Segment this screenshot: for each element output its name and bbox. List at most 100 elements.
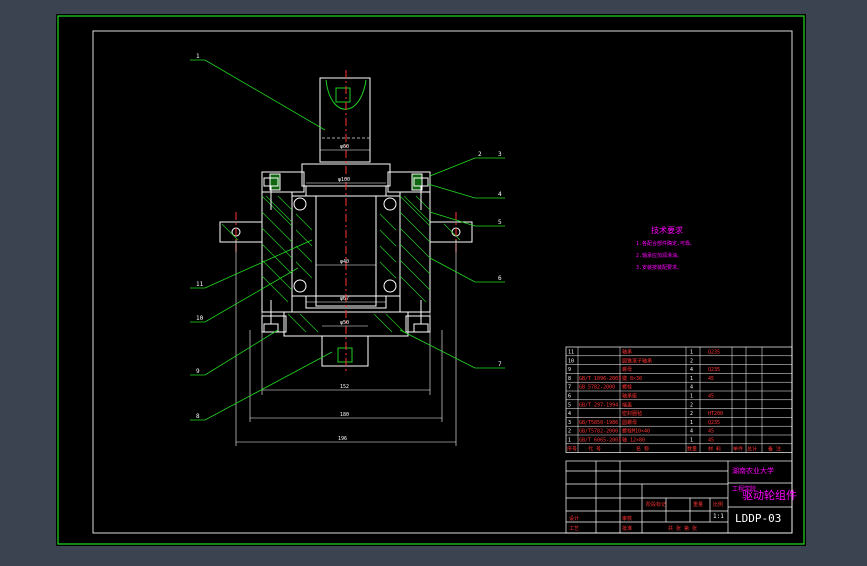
header-weight: 单件 — [733, 445, 743, 452]
part-name: 圆螺母 — [622, 419, 637, 426]
part-qty: 4 — [690, 385, 693, 391]
technical-notes: 技术要求 1.各配合部件确定,可靠。 2.轴承应加润滑油。 3.安装按装配要求。 — [636, 225, 695, 271]
tb-approve: 批准 — [622, 525, 632, 532]
inner-frame — [92, 30, 793, 534]
part-name: 轴承座 — [622, 393, 637, 400]
leader-labels: 1 11 10 9 8 2 3 4 5 6 7 — [196, 53, 502, 420]
part-material: Q235 — [708, 367, 720, 373]
drawing-title: 驱动轮组件 — [742, 488, 797, 502]
part-name: 轴 12×80 — [622, 437, 645, 444]
tb-check: 审核 — [622, 515, 632, 522]
part-qty: 1 — [690, 376, 693, 382]
part-material: Q235 — [708, 350, 720, 356]
tb-stage: 阶段标记 — [646, 501, 666, 508]
part-material: 45 — [708, 438, 714, 444]
part-qty: 4 — [690, 367, 693, 373]
tb-scale-label: 比例 — [713, 501, 723, 508]
tb-scale: 1:1 — [713, 513, 724, 520]
part-name: 密封圈毡 — [622, 410, 642, 417]
header-qty: 数量 — [687, 445, 697, 452]
part-qty: 4 — [690, 429, 693, 435]
tb-sheet: 共 张 第 张 — [668, 525, 697, 532]
part-material: Q235 — [708, 420, 720, 426]
tech-notes-title: 技术要求 — [651, 225, 683, 235]
tech-note-2: 2.轴承应加润滑油。 — [636, 252, 682, 259]
drawing-number: LDDP-03 — [735, 512, 781, 525]
dim-lower-width: φ50 — [340, 320, 349, 326]
part-qty: 2 — [690, 402, 693, 408]
part-code: GB/T 297-1994 — [579, 402, 618, 408]
title-block — [565, 460, 793, 534]
header-name: 名 称 — [636, 445, 649, 452]
part-material: 45 — [708, 429, 714, 435]
assembly-section-view — [219, 77, 473, 367]
part-no: 8 — [568, 376, 571, 382]
tb-design: 设计 — [569, 515, 579, 522]
dim-overall-b: 180 — [340, 412, 349, 418]
part-code: GB 5782-2000 — [579, 385, 615, 391]
school-name: 湖南农业大学 — [732, 466, 774, 475]
tech-note-1: 1.各配合部件确定,可靠。 — [636, 240, 695, 247]
part-no: 3 — [568, 420, 571, 426]
header-total: 总计 — [747, 445, 757, 452]
part-name: 螺栓 — [622, 384, 632, 391]
part-name: 螺栓M10×40 — [622, 428, 650, 435]
part-no: 11 — [568, 350, 574, 356]
part-code: GB/T5782-2000 — [579, 429, 618, 435]
leader-10: 10 — [196, 315, 204, 322]
leader-6: 6 — [498, 275, 502, 282]
leader-7: 7 — [498, 361, 502, 368]
leader-9: 9 — [196, 368, 200, 375]
tb-process: 工艺 — [569, 526, 579, 532]
leader-2: 2 — [478, 151, 482, 158]
part-name: 螺母 — [622, 366, 632, 373]
part-no: 7 — [568, 385, 571, 391]
dim-shaft-mid: φ40 — [340, 259, 349, 265]
leader-5: 5 — [498, 219, 502, 226]
part-no: 1 — [568, 438, 571, 444]
part-qty: 1 — [690, 350, 693, 356]
part-no: 6 — [568, 394, 571, 400]
dim-bearing: φ67 — [340, 296, 349, 302]
header-note: 备 注 — [768, 445, 781, 452]
part-no: 2 — [568, 429, 571, 435]
dim-overall-a: 152 — [340, 384, 349, 390]
part-no: 9 — [568, 367, 571, 373]
part-qty: 1 — [690, 420, 693, 426]
part-code: GB/T5850-1986 — [579, 420, 618, 426]
header-code: 代 号 — [588, 445, 601, 452]
leader-lines — [190, 59, 505, 421]
tech-note-3: 3.安装按装配要求。 — [636, 264, 682, 271]
dim-overall-c: 196 — [338, 436, 347, 442]
leader-4: 4 — [498, 191, 502, 198]
part-material: 45 — [708, 394, 714, 400]
part-qty: 2 — [690, 358, 693, 364]
part-code: GB/T 1096-2003 — [579, 376, 621, 382]
part-material: 45 — [708, 376, 714, 382]
part-name: 端盖 — [622, 401, 632, 408]
dim-hub-inner: φ100 — [338, 177, 350, 183]
part-no: 5 — [568, 402, 571, 408]
dept-name: 工程学院 — [732, 485, 756, 493]
tb-weight: 重量 — [693, 501, 703, 508]
dimension-texts: φ60 φ100 φ40 φ67 φ50 152 180 196 — [338, 144, 350, 442]
dim-top-width: φ60 — [340, 144, 349, 150]
part-name: 圆锥滚子轴承 — [622, 357, 652, 364]
header-material: 材 料 — [708, 445, 721, 452]
part-no: 4 — [568, 411, 571, 417]
part-qty: 1 — [690, 394, 693, 400]
title-block-texts: 湖南农业大学 工程学院 驱动轮组件 LDDP-03 设计 工艺 批准 审核 阶段… — [569, 466, 797, 532]
part-code: GB/T 6065-2003 — [579, 438, 621, 444]
part-material: HT200 — [708, 411, 723, 417]
part-no: 10 — [568, 358, 574, 364]
part-qty: 2 — [690, 411, 693, 417]
leader-3: 3 — [498, 151, 502, 158]
outer-frame — [57, 15, 805, 545]
leader-8: 8 — [196, 413, 200, 420]
leader-1: 1 — [196, 53, 200, 60]
part-qty: 1 — [690, 438, 693, 444]
part-name: 轴承 — [622, 349, 632, 356]
